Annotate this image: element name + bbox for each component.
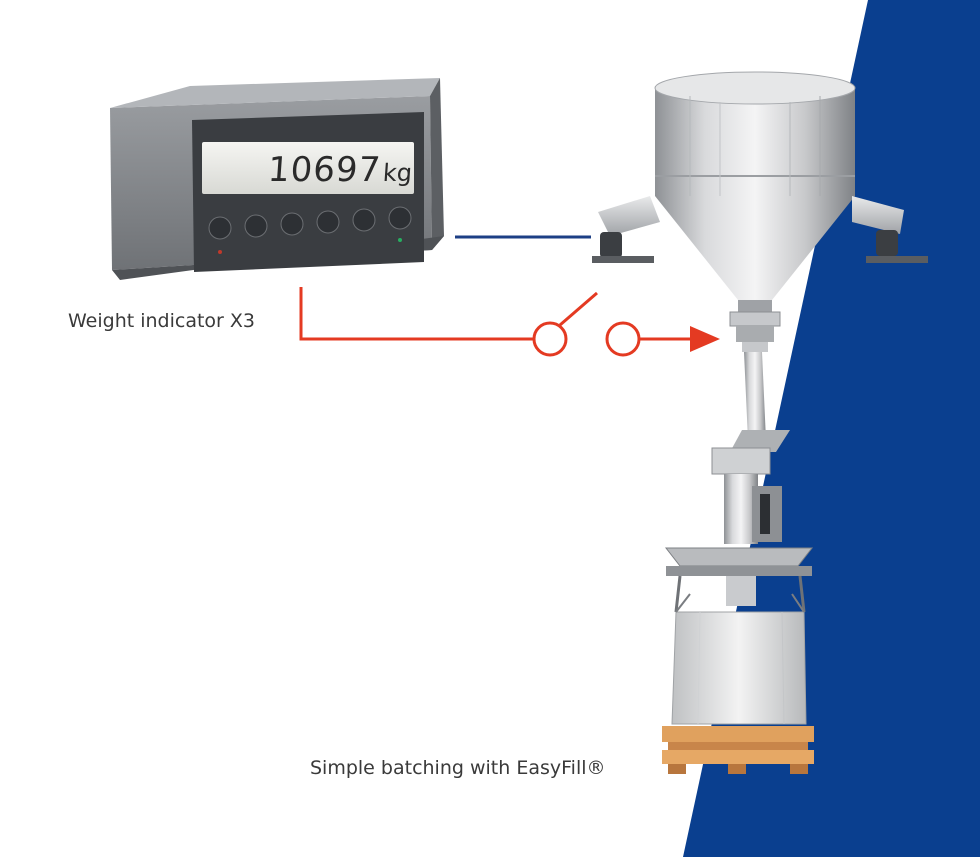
control-signal-path	[299, 287, 720, 357]
signal-arrow-head	[690, 326, 720, 352]
status-led-red	[218, 250, 222, 254]
weight-indicator-label: Weight indicator X3	[68, 310, 256, 332]
hopper-silo	[654, 71, 856, 312]
lcd-screen	[202, 142, 414, 194]
switch-lever	[559, 291, 598, 327]
load-cell-right	[852, 196, 928, 263]
key-2	[244, 214, 268, 238]
big-bag	[671, 593, 807, 725]
key-5	[352, 208, 376, 232]
key-4	[316, 210, 340, 234]
indicator-keypad	[208, 206, 412, 254]
dosing-valve	[729, 311, 781, 352]
batching-label: Simple batching with EasyFill®	[310, 757, 606, 779]
key-1	[208, 216, 232, 240]
signal-wire	[299, 287, 533, 341]
hopper-cone	[655, 196, 855, 300]
weight-value: 10697	[266, 150, 383, 190]
screw-conveyor	[730, 352, 790, 452]
filling-head	[711, 447, 782, 544]
status-led-green	[398, 238, 402, 242]
weight-unit: kg	[381, 159, 414, 187]
weight-indicator-device	[110, 78, 444, 280]
filling-frame	[664, 547, 814, 613]
key-6	[388, 206, 412, 230]
switch-contact-closed	[605, 321, 641, 357]
load-cell-left	[592, 196, 660, 263]
weight-reading: 10697kg	[266, 150, 413, 190]
key-3	[280, 212, 304, 236]
wooden-pallet	[662, 726, 814, 774]
switch-contact-open	[532, 321, 568, 357]
